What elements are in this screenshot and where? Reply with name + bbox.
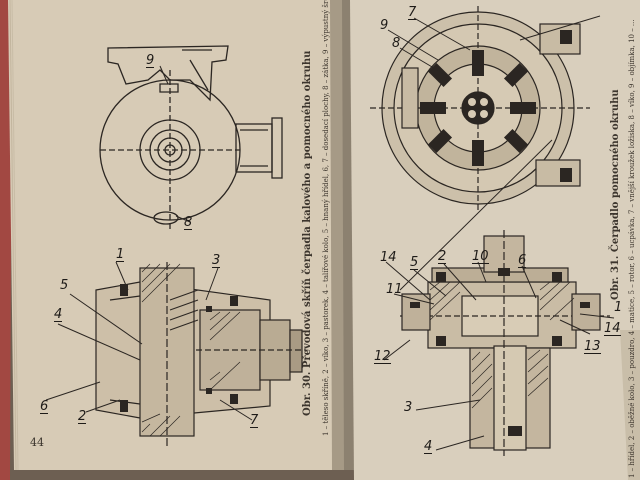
callout-label: 2 xyxy=(438,249,447,264)
callout-label: 8 xyxy=(392,36,401,51)
callout-label: 14 xyxy=(380,250,397,265)
fig31-bottom-drawing xyxy=(400,230,610,456)
callout-label: 4 xyxy=(54,307,63,322)
callout-label: 10 xyxy=(472,249,489,264)
callout-label: 3 xyxy=(404,400,413,415)
callout-label: 5 xyxy=(410,255,419,270)
fig31-title: Obr. 31. Čerpadlo pomocného okruhu xyxy=(610,89,621,300)
callout-label: 11 xyxy=(386,282,403,297)
callout-label: 6 xyxy=(40,399,49,414)
fig31-legend: 1 – hřídel, 2 – oběžné kolo, 3 – pouzdro… xyxy=(628,19,636,478)
callout-label: 7 xyxy=(250,413,259,428)
callout-label: 1 xyxy=(116,247,125,262)
callout-label: 3 xyxy=(212,253,221,268)
callout-label: 12 xyxy=(374,349,391,364)
callout-label: 9 xyxy=(380,18,389,33)
fig31-top-drawing xyxy=(370,6,590,210)
callout-label: 5 xyxy=(60,278,69,293)
callout-label: 7 xyxy=(408,5,417,20)
fig30-title: Obr. 30. Převodová skříň čerpadla kalové… xyxy=(302,50,313,416)
callout-label: 2 xyxy=(78,409,87,424)
callout-label: 6 xyxy=(518,253,527,268)
fig30-bottom-drawing xyxy=(95,262,306,446)
callout-label: 9 xyxy=(146,53,155,68)
page-number: 44 xyxy=(30,436,44,449)
callout-label: 4 xyxy=(424,439,433,454)
callout-label: 14 xyxy=(604,321,621,336)
callout-label: 1 xyxy=(614,300,623,315)
callout-label: 8 xyxy=(184,215,193,230)
fig30-legend: 1 – těleso skříně, 2 – víko, 3 – pastore… xyxy=(322,0,330,436)
callout-label: 13 xyxy=(584,339,601,354)
fig30-top-drawing xyxy=(99,45,283,230)
